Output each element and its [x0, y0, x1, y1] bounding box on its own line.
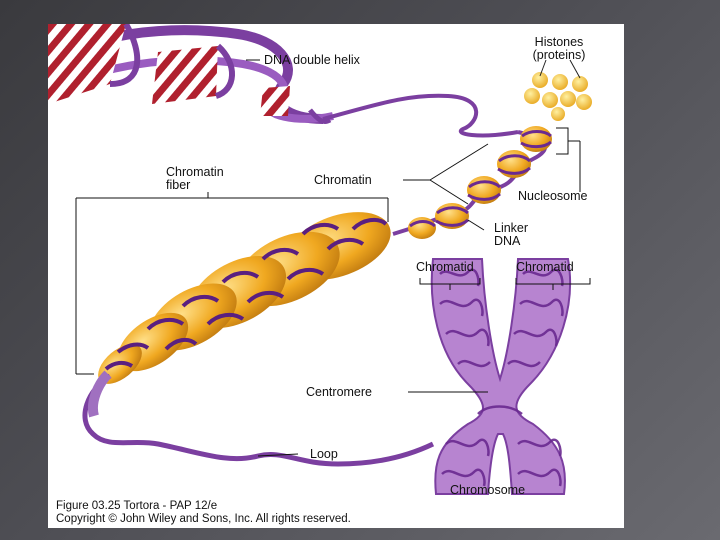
- label-linker-dna: Linker DNA: [494, 222, 528, 248]
- label-chromatid-left: Chromatid: [416, 260, 474, 274]
- label-centromere: Centromere: [306, 385, 372, 399]
- figure-caption-line2: Copyright © John Wiley and Sons, Inc. Al…: [56, 513, 351, 525]
- slide-frame: DNA double helix Histones (proteins) Chr…: [48, 24, 624, 528]
- label-histones-line2: (proteins): [532, 48, 586, 62]
- helix-ribbon-segment: [48, 24, 126, 104]
- nucleosome-string: [392, 126, 552, 239]
- label-chromatin: Chromatin: [314, 173, 372, 187]
- helix-ribbon-segment: [260, 86, 290, 116]
- histone-cluster: [524, 59, 592, 121]
- label-histones-line1: Histones: [534, 35, 584, 49]
- histone-bead: [524, 88, 540, 104]
- label-linker-dna-line1: Linker: [494, 221, 529, 235]
- helix-ribbon-segment: [152, 46, 218, 104]
- label-loop: Loop: [310, 447, 338, 461]
- chromosome: [430, 258, 572, 495]
- label-chromatin-fiber-line2: fiber: [166, 178, 191, 192]
- histone-bead: [551, 107, 565, 121]
- chromatin-loop: [82, 370, 435, 467]
- figure-caption-line1: Figure 03.25 Tortora - PAP 12/e: [56, 500, 218, 512]
- histone-bead: [576, 94, 592, 110]
- label-chromatid-right: Chromatid: [516, 260, 574, 274]
- histone-bead: [560, 91, 576, 107]
- dna-double-helix: [48, 24, 519, 138]
- leader-lines: [75, 59, 591, 457]
- label-dna-double-helix: DNA double helix: [264, 53, 360, 67]
- histone-bead: [532, 72, 548, 88]
- label-nucleosome: Nucleosome: [518, 189, 588, 203]
- label-chromosome: Chromosome: [450, 483, 526, 497]
- histone-bead: [542, 92, 558, 108]
- label-histones: Histones (proteins): [514, 36, 604, 62]
- label-linker-dna-line2: DNA: [494, 234, 521, 248]
- label-chromatin-fiber: Chromatin fiber: [166, 166, 224, 192]
- histone-bead: [552, 74, 568, 90]
- chromosome-structure-diagram: [48, 24, 592, 495]
- label-chromatin-fiber-line1: Chromatin: [166, 165, 224, 179]
- chromatin-fiber: [98, 212, 391, 384]
- histone-bead: [572, 76, 588, 92]
